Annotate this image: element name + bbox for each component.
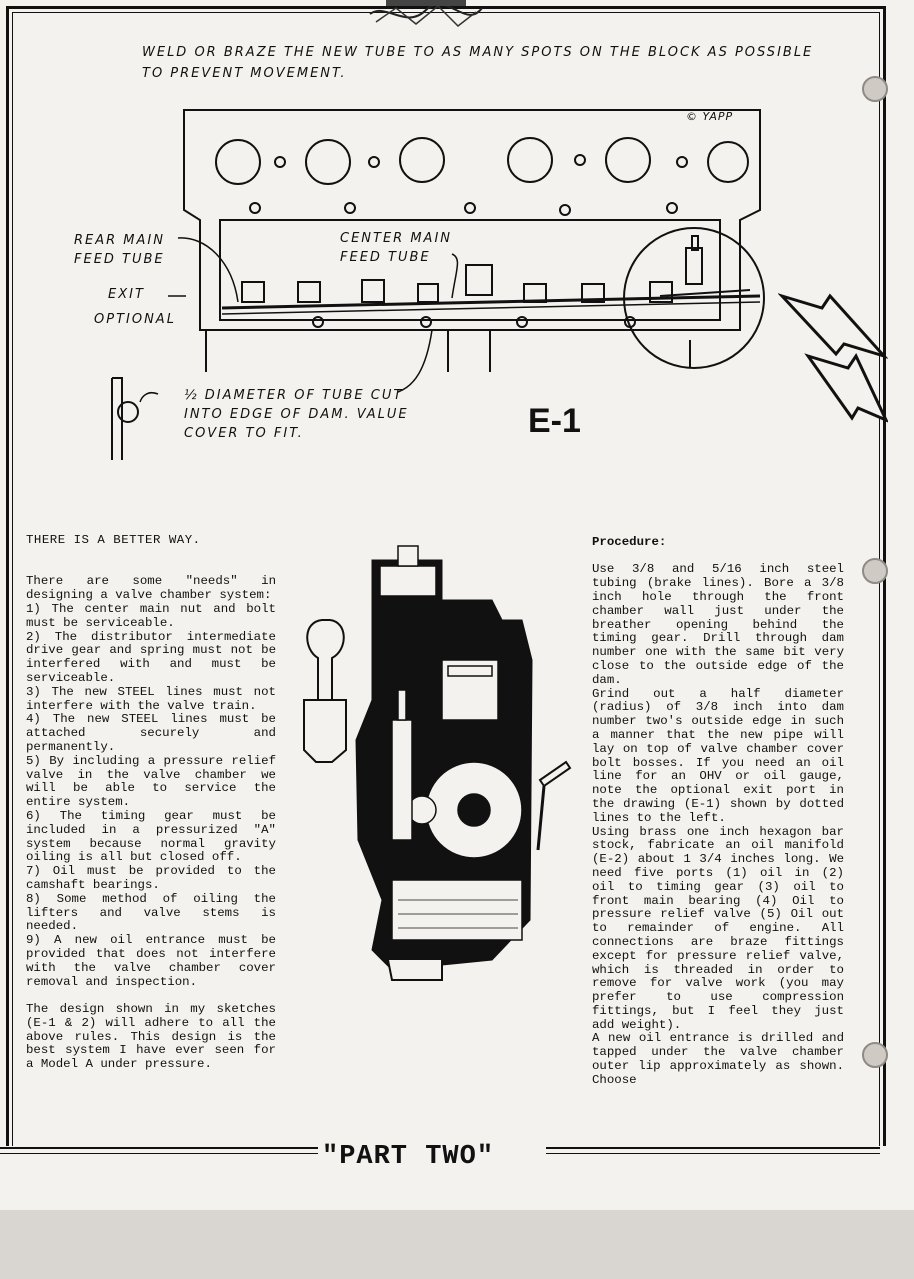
footer-rule-left-thin [0,1153,318,1154]
part-two-title: "PART TWO" [322,1142,495,1172]
center-main-feed-tube-label: CENTER MAIN FEED TUBE [340,231,453,265]
footer-rule-right [546,1147,880,1149]
left-column: THERE IS A BETTER WAY. There are some "n… [26,520,276,1086]
arrow-icon [778,293,888,423]
binder-hole-icon [862,76,888,102]
rear-main-feed-tube-label: REAR MAIN FEED TUBE [74,233,165,267]
exit-label: EXIT [108,287,145,302]
right-column: Procedure: Use 3/8 and 5/16 inch steel t… [592,522,844,1101]
footer-rule-left [0,1147,318,1149]
right-column-body: Use 3/8 and 5/16 inch steel tubing (brak… [592,562,844,1087]
half-diameter-note: ½ DIAMETER OF TUBE CUT INTO EDGE OF DAM.… [184,388,409,441]
figure-label: E-1 [528,402,581,440]
optional-label: OPTIONAL [94,312,176,327]
left-column-body: There are some "needs" in designing a va… [26,574,276,1072]
left-column-heading: THERE IS A BETTER WAY. [26,532,201,547]
footer-rule-right-thin [546,1153,880,1154]
top-emblem-icon [369,0,483,27]
footer-banner: "PART TWO" [0,1140,880,1180]
scan-background [0,1210,914,1279]
top-note: WELD OR BRAZE THE NEW TUBE TO AS MANY SP… [142,45,814,81]
engine-block-drawing [111,109,765,460]
right-column-heading: Procedure: [592,534,667,549]
engine-cutaway-illustration [303,545,572,981]
binder-hole-icon [862,558,888,584]
binder-hole-icon [862,1042,888,1068]
copyright-label: © YAPP [686,110,734,123]
